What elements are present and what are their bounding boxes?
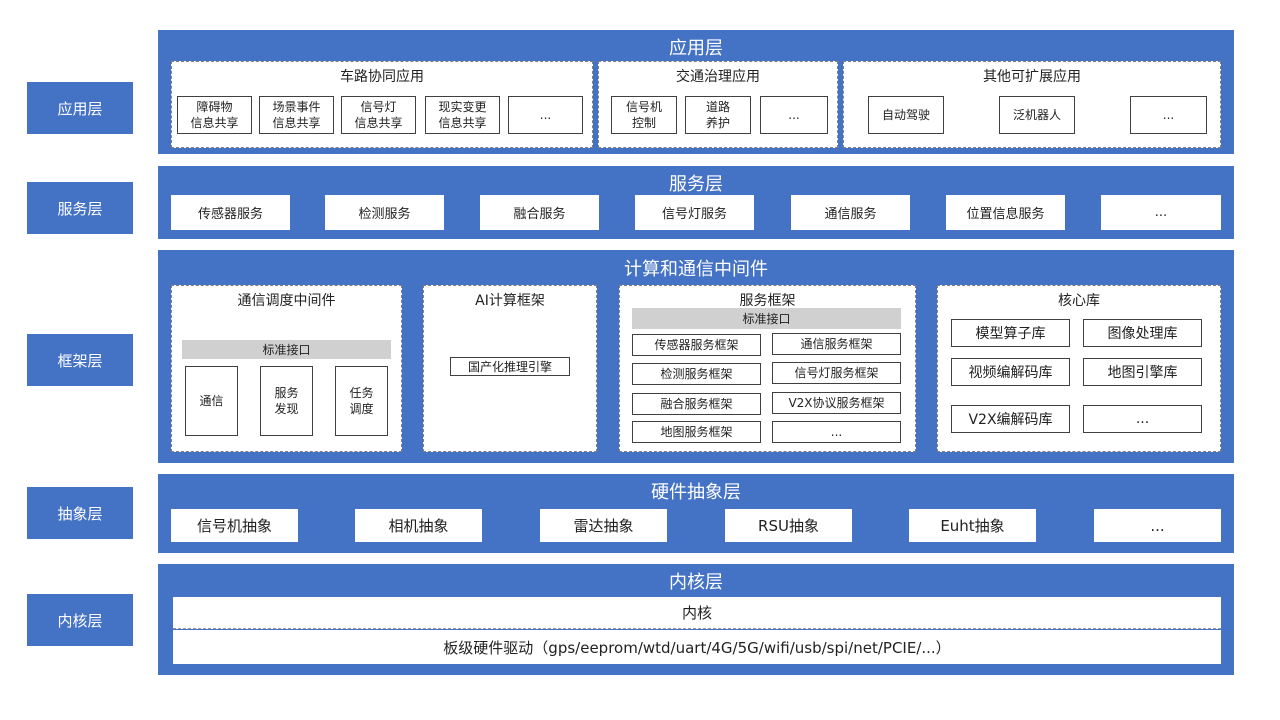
- core-library-title: 核心库: [1058, 293, 1100, 309]
- general-robot-box: 泛机器人: [999, 96, 1075, 134]
- core-lib-more-box: ...: [1083, 405, 1202, 433]
- traffic-more-box: ...: [760, 96, 828, 134]
- euht-abstraction-box: Euht抽象: [909, 509, 1036, 542]
- signal-light-service-framework-box: 信号灯服务框架: [772, 362, 901, 384]
- obstacle-info-share-box: 障碍物信息共享: [177, 96, 252, 134]
- service-discovery-box: 服务发现: [260, 366, 313, 436]
- sensor-service-box: 传感器服务: [171, 195, 290, 230]
- radar-abstraction-box: 雷达抽象: [540, 509, 667, 542]
- map-service-framework-box: 地图服务框架: [632, 421, 761, 443]
- road-more-box: ...: [508, 96, 583, 134]
- camera-abstraction-box: 相机抽象: [355, 509, 482, 542]
- svc-framework-more-box: ...: [772, 421, 901, 443]
- communication-box: 通信: [185, 366, 238, 436]
- detection-service-box: 检测服务: [325, 195, 444, 230]
- location-service-box: 位置信息服务: [946, 195, 1065, 230]
- other-apps-title: 其他可扩展应用: [983, 69, 1081, 85]
- kernel-layer-title: 内核层: [669, 572, 723, 593]
- signal-control-box: 信号机控制: [611, 96, 677, 134]
- side-label-abstraction: 抽象层: [27, 487, 133, 539]
- domestic-inference-engine-box: 国产化推理引擎: [450, 357, 570, 376]
- video-codec-lib-box: 视频编解码库: [951, 358, 1070, 386]
- side-label-kernel: 内核层: [27, 594, 133, 646]
- v2x-codec-lib-box: V2X编解码库: [951, 405, 1070, 433]
- reality-change-share-box: 现实变更信息共享: [425, 96, 500, 134]
- signal-light-service-box: 信号灯服务: [635, 195, 754, 230]
- road-maintenance-box: 道路养护: [685, 96, 751, 134]
- comm-standard-interface: 标准接口: [182, 340, 391, 359]
- traffic-gov-title: 交通治理应用: [676, 69, 760, 85]
- signal-light-share-box: 信号灯信息共享: [341, 96, 416, 134]
- framework-layer-title: 计算和通信中间件: [624, 259, 768, 280]
- hal-more-box: ...: [1094, 509, 1221, 542]
- road-coop-title: 车路协同应用: [340, 69, 424, 85]
- image-processing-lib-box: 图像处理库: [1083, 319, 1202, 347]
- other-more-box: ...: [1130, 96, 1207, 134]
- comm-service-framework-box: 通信服务框架: [772, 333, 901, 355]
- signal-machine-abstraction-box: 信号机抽象: [171, 509, 298, 542]
- comm-middleware-title: 通信调度中间件: [237, 293, 336, 309]
- map-engine-lib-box: 地图引擎库: [1083, 358, 1202, 386]
- detection-service-framework-box: 检测服务框架: [632, 363, 761, 385]
- service-framework-title: 服务框架: [739, 293, 796, 309]
- side-label-framework: 框架层: [27, 334, 133, 386]
- hal-layer-band: [158, 474, 1234, 553]
- ai-framework-title: AI计算框架: [475, 293, 545, 309]
- rsu-abstraction-box: RSU抽象: [725, 509, 852, 542]
- v2x-protocol-service-framework-box: V2X协议服务框架: [772, 392, 901, 414]
- auto-drive-box: 自动驾驶: [868, 96, 944, 134]
- service-more-box: ...: [1101, 195, 1221, 230]
- comm-service-box: 通信服务: [791, 195, 910, 230]
- board-drivers-box: 板级硬件驱动（gps/eeprom/wtd/uart/4G/5G/wifi/us…: [173, 630, 1221, 664]
- model-operator-lib-box: 模型算子库: [951, 319, 1070, 347]
- hal-layer-title: 硬件抽象层: [651, 482, 741, 503]
- service-layer-title: 服务层: [669, 174, 723, 195]
- app-layer-title: 应用层: [669, 38, 723, 59]
- scene-event-share-box: 场景事件信息共享: [259, 96, 334, 134]
- svc-standard-interface: 标准接口: [632, 308, 901, 329]
- task-scheduling-box: 任务调度: [335, 366, 388, 436]
- side-label-service: 服务层: [27, 182, 133, 234]
- side-label-app: 应用层: [27, 82, 133, 134]
- sensor-service-framework-box: 传感器服务框架: [632, 334, 761, 356]
- fusion-service-framework-box: 融合服务框架: [632, 393, 761, 415]
- kernel-box: 内核: [173, 597, 1221, 629]
- fusion-service-box: 融合服务: [480, 195, 599, 230]
